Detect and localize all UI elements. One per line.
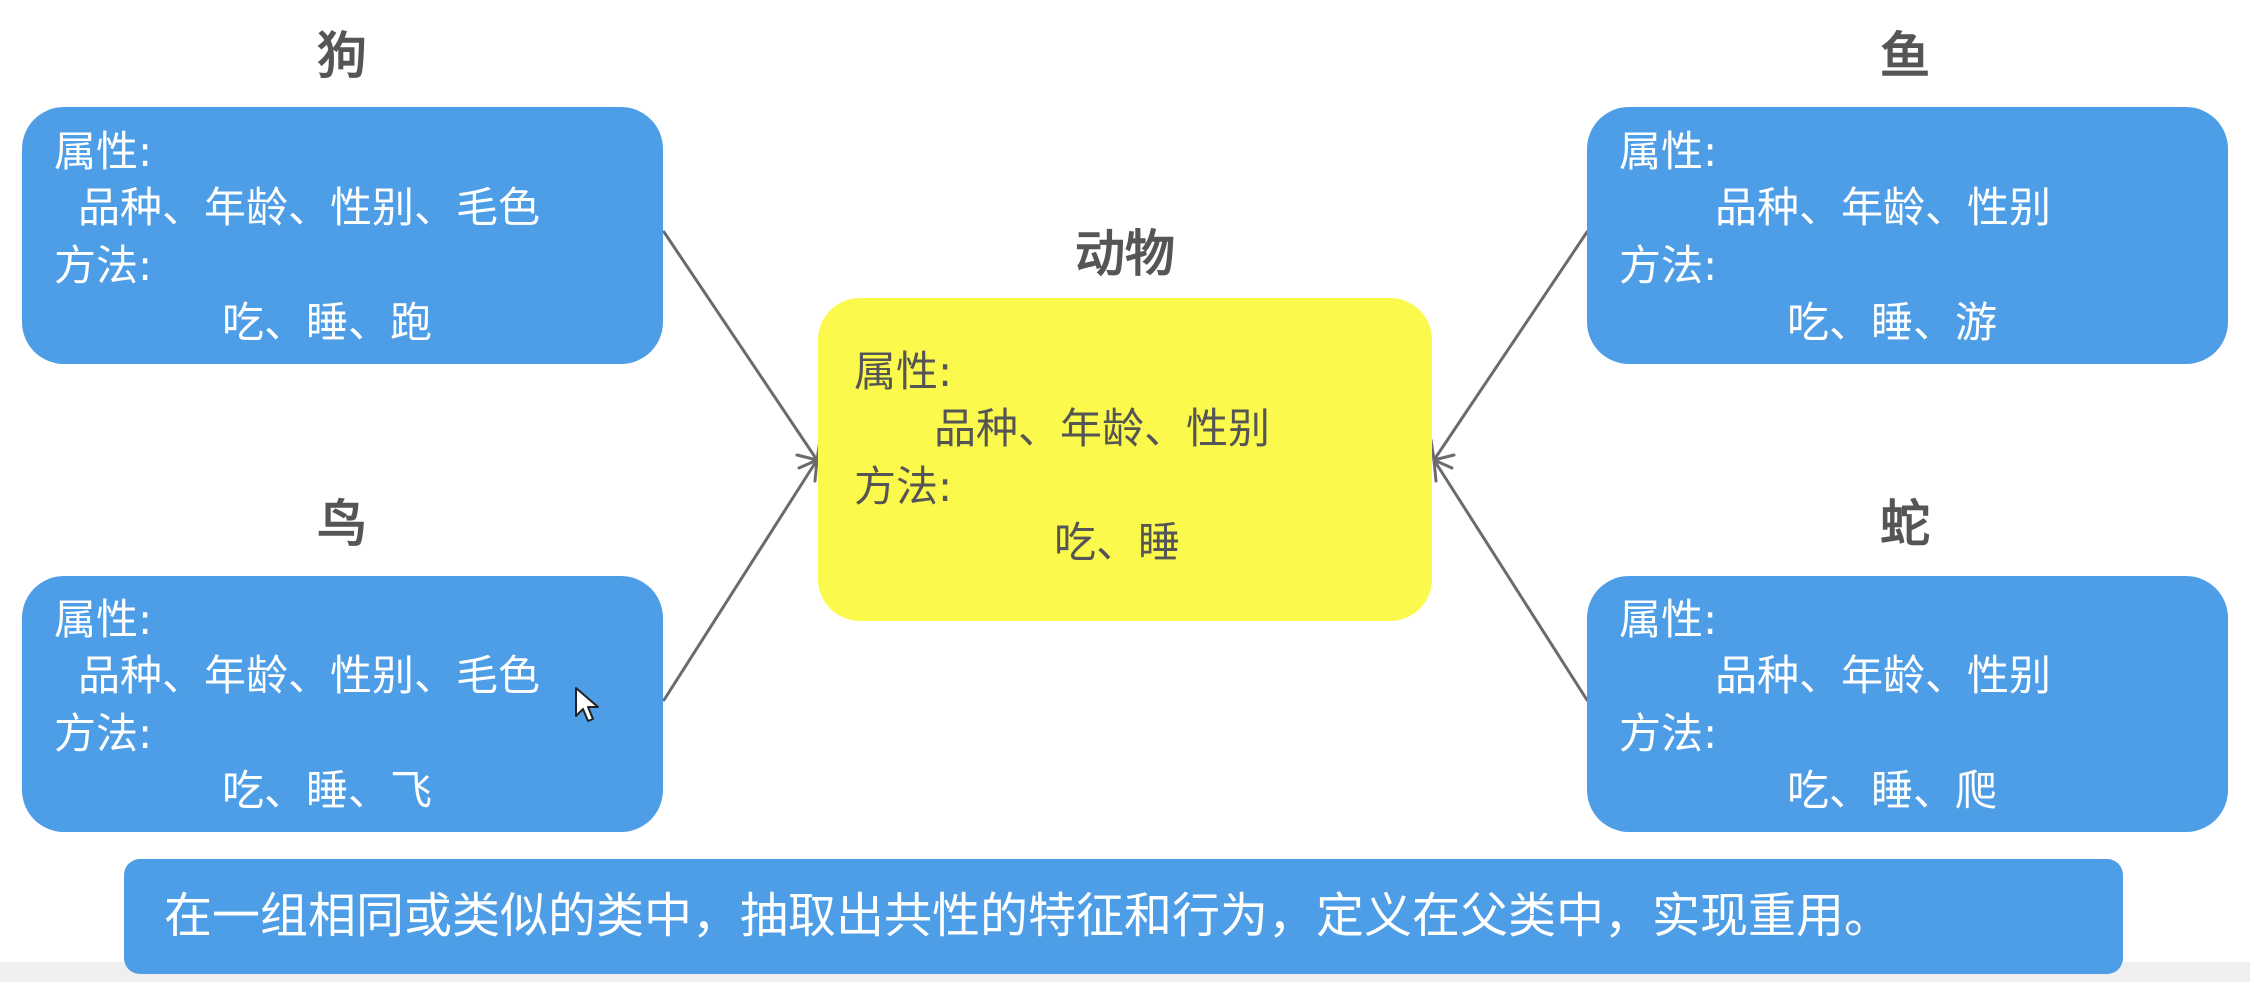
animal-attr-label: 属性: — [854, 347, 953, 396]
cursor-arrow-icon — [575, 687, 599, 722]
bird-methods: 吃、睡、飞 — [222, 766, 433, 815]
dog-title: 狗 — [317, 27, 367, 85]
arrowhead-right-lower — [1432, 457, 1454, 483]
snake-title: 蛇 — [1880, 495, 1930, 553]
bird-title: 鸟 — [317, 495, 367, 553]
fish-title: 鱼 — [1880, 27, 1930, 85]
dog-methods: 吃、睡、跑 — [222, 298, 433, 347]
snake-method-label: 方法: — [1619, 709, 1718, 758]
fish-attrs: 品种、年龄、性别 — [1715, 183, 2052, 232]
arrowhead-left-lower — [797, 457, 819, 483]
snake-methods: 吃、睡、爬 — [1787, 766, 1998, 815]
fish-attr-label: 属性: — [1619, 127, 1718, 176]
bird-attr-label: 属性: — [54, 595, 153, 644]
arrow-dog-to-animal — [662, 230, 819, 462]
fish-method-label: 方法: — [1619, 241, 1718, 290]
bird-method-label: 方法: — [54, 709, 153, 758]
snake-attrs: 品种、年龄、性别 — [1715, 651, 2052, 700]
arrow-bird-to-animal — [662, 458, 819, 702]
arrow-snake-to-animal — [1432, 458, 1589, 702]
dog-attrs: 品种、年龄、性别、毛色 — [78, 183, 541, 232]
bird-class-box: 属性: 品种、年龄、性别、毛色 方法: 吃、睡、飞 — [22, 576, 663, 832]
arrowhead-left — [795, 438, 822, 462]
dog-method-label: 方法: — [54, 241, 153, 290]
summary-text: 在一组相同或类似的类中，抽取出共性的特征和行为，定义在父类中，实现重用。 — [164, 888, 1893, 944]
animal-title: 动物 — [1075, 225, 1175, 283]
dog-class-box: 属性: 品种、年龄、性别、毛色 方法: 吃、睡、跑 — [22, 107, 663, 364]
arrowhead-right — [1429, 438, 1456, 462]
dog-attr-label: 属性: — [54, 127, 153, 176]
arrow-fish-to-animal — [1432, 230, 1589, 462]
snake-attr-label: 属性: — [1619, 595, 1718, 644]
animal-method-label: 方法: — [854, 462, 953, 511]
fish-class-box: 属性: 品种、年龄、性别 方法: 吃、睡、游 — [1587, 107, 2228, 364]
snake-class-box: 属性: 品种、年龄、性别 方法: 吃、睡、爬 — [1587, 576, 2228, 832]
animal-attrs: 品种、年龄、性别 — [934, 404, 1271, 453]
bird-attrs: 品种、年龄、性别、毛色 — [78, 651, 541, 700]
summary-banner: 在一组相同或类似的类中，抽取出共性的特征和行为，定义在父类中，实现重用。 — [124, 859, 2123, 974]
animal-class-box: 属性: 品种、年龄、性别 方法: 吃、睡 — [818, 298, 1432, 621]
fish-methods: 吃、睡、游 — [1787, 298, 1998, 347]
animal-methods: 吃、睡 — [1054, 518, 1181, 567]
